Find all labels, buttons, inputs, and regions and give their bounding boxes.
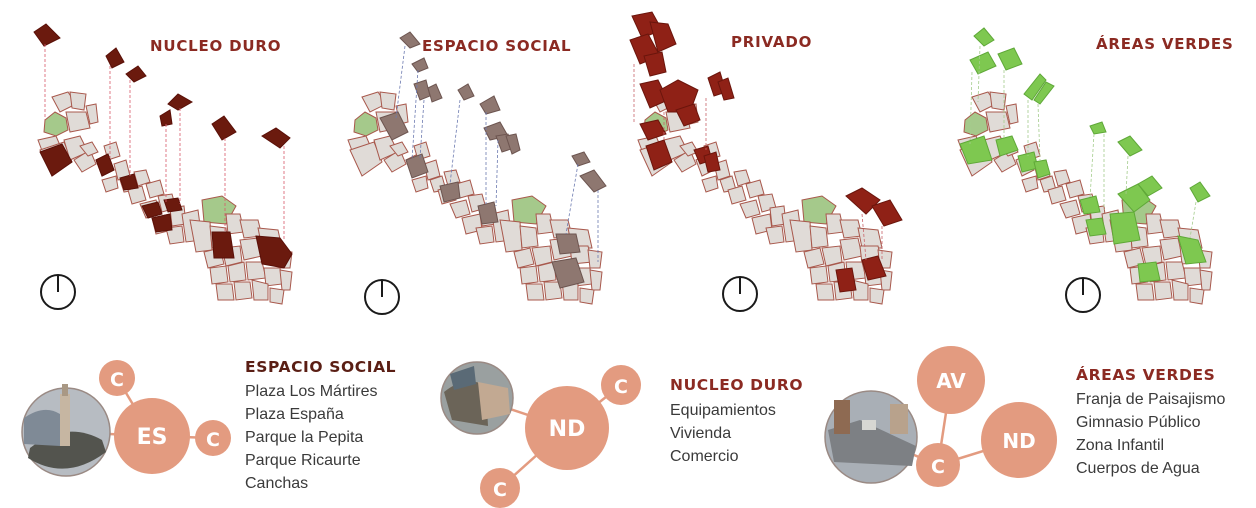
highlighted-blocks <box>379 31 607 289</box>
map-nucleo-duro: NUCLEO DURO <box>33 23 293 310</box>
list-item: Franja de Paisajismo <box>1076 391 1226 408</box>
node-label: C <box>493 479 507 501</box>
photo-street <box>440 361 514 435</box>
caption-title-espacio-social: ESPACIO SOCIAL <box>245 358 397 376</box>
photo-road <box>824 390 918 484</box>
map-areas-verdes: ÁREAS VERDES <box>957 27 1234 313</box>
projection-lines <box>44 44 285 240</box>
node-label: ND <box>549 417 586 442</box>
list-item: Cuerpos de Agua <box>1076 460 1200 477</box>
node-label: ND <box>1002 429 1035 453</box>
node-center <box>525 386 609 470</box>
node-satellite <box>916 443 960 487</box>
node-center <box>917 346 985 414</box>
map-title: PRIVADO <box>731 33 812 51</box>
node-diagram-espacio-social: ES C C <box>21 360 231 477</box>
map-espacio-social: ESPACIO SOCIAL <box>347 31 607 315</box>
node-label: C <box>931 456 945 478</box>
north-arrow-icon <box>722 276 758 312</box>
list-item: Canchas <box>245 475 309 492</box>
node-label: AV <box>936 369 966 393</box>
list-item: Equipamientos <box>670 402 776 419</box>
map-title: ESPACIO SOCIAL <box>422 37 571 55</box>
list-item: Parque la Pepita <box>245 429 364 446</box>
north-arrow-icon <box>1065 277 1101 313</box>
photo-plaza <box>21 384 111 477</box>
map-privado: PRIVADO <box>629 11 903 312</box>
list-item: Parque Ricaurte <box>245 452 361 469</box>
projection-lines <box>633 64 883 261</box>
north-arrow-icon <box>364 279 400 315</box>
node-satellite <box>601 365 641 405</box>
highlighted-blocks <box>33 23 293 269</box>
list-item: Comercio <box>670 448 739 465</box>
caption-title-areas-verdes: ÁREAS VERDES <box>1076 366 1216 384</box>
map-title: ÁREAS VERDES <box>1096 34 1234 53</box>
map-title: NUCLEO DURO <box>150 37 281 55</box>
node-diagram-nucleo-duro: ND C C <box>440 361 641 508</box>
node-label: C <box>614 376 628 398</box>
node-label: C <box>206 429 220 451</box>
highlighted-blocks <box>629 11 903 293</box>
list-item: Zona Infantil <box>1076 437 1165 454</box>
caption-list-nucleo-duro: Equipamientos Vivienda Comercio <box>670 399 776 468</box>
node-satellite <box>981 402 1057 478</box>
list-item: Gimnasio Público <box>1076 414 1201 431</box>
north-arrow-icon <box>40 274 76 310</box>
node-diagram-areas-verdes: AV ND C <box>824 346 1057 487</box>
caption-title-nucleo-duro: NUCLEO DURO <box>670 376 804 394</box>
projection-lines <box>969 45 1197 239</box>
node-center <box>114 398 190 474</box>
node-label: C <box>110 369 124 391</box>
list-item: Vivienda <box>670 425 732 442</box>
caption-list-espacio-social: Plaza Los Mártires Plaza España Parque l… <box>245 380 378 495</box>
list-item: Plaza España <box>245 406 344 423</box>
list-item: Plaza Los Mártires <box>245 383 378 400</box>
base-map <box>957 91 1213 305</box>
highlighted-blocks <box>959 27 1211 283</box>
node-label: ES <box>137 425 168 450</box>
node-satellite <box>480 468 520 508</box>
caption-list-areas-verdes: Franja de Paisajismo Gimnasio Público Zo… <box>1076 388 1225 480</box>
projection-lines <box>395 45 599 262</box>
node-satellite <box>99 360 135 396</box>
node-satellite <box>195 420 231 456</box>
